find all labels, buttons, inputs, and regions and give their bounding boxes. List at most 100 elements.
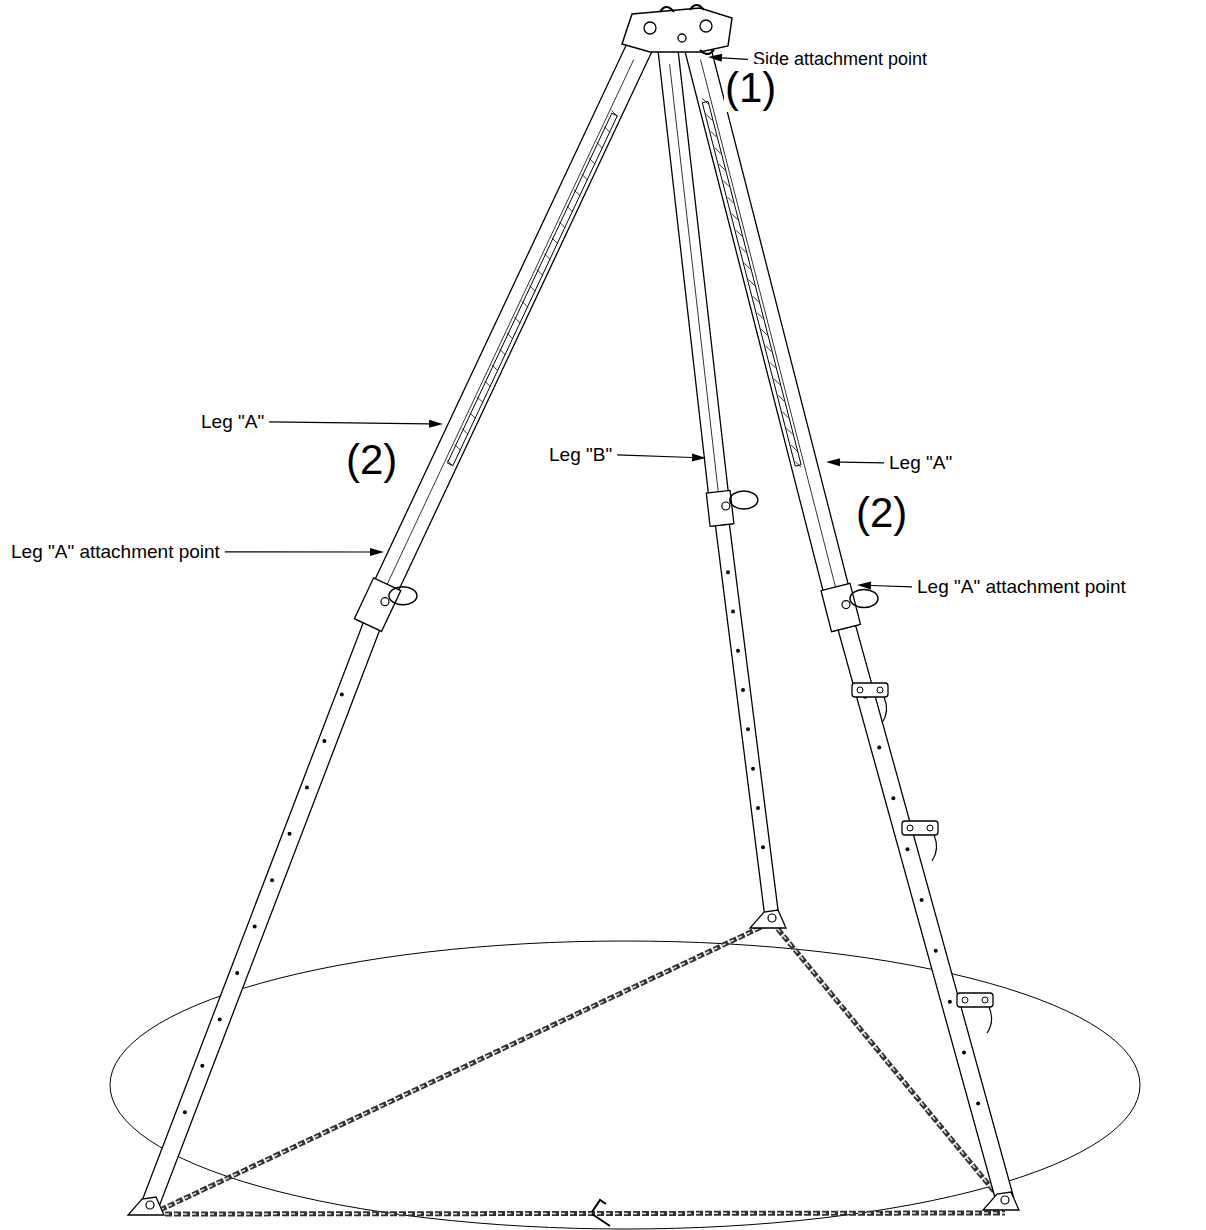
adjust-hole: [891, 796, 895, 800]
leg-sleeve: [821, 583, 861, 631]
part-label: Leg "A": [200, 411, 265, 433]
ladder-rung: [507, 333, 513, 339]
ladder-rung: [522, 301, 528, 307]
part-label: Leg "A": [888, 452, 953, 474]
adjust-hole: [934, 949, 938, 953]
foot-plate: [983, 1192, 1019, 1210]
ladder-rung: [552, 238, 558, 244]
adjust-hole: [340, 693, 344, 697]
ladder-rung: [462, 429, 468, 435]
ladder-rung: [492, 365, 498, 371]
ladder-rung: [728, 197, 734, 203]
tripod-head: [622, 5, 732, 54]
tube-seam: [701, 60, 844, 617]
inner-leg-tube: [825, 579, 1013, 1203]
ladder-rung: [753, 296, 759, 302]
ladder-rung: [544, 254, 550, 260]
step-bracket: [902, 821, 938, 835]
ladder-rung: [723, 181, 729, 187]
bracket-lanyard: [882, 697, 887, 723]
adjust-hole: [218, 1017, 222, 1021]
bracket-bolt: [982, 997, 988, 1003]
adjust-hole: [183, 1110, 187, 1114]
ladder-rung: [761, 329, 767, 335]
outer-leg-tube: [356, 37, 654, 631]
adjust-hole: [962, 1051, 966, 1055]
lock-pin: [722, 502, 730, 510]
inner-leg-tube: [711, 486, 779, 919]
ladder-rung: [582, 174, 588, 180]
leader-arrowhead: [826, 458, 840, 466]
ladder-rung: [749, 280, 755, 286]
step-bracket: [957, 993, 993, 1007]
ladder-rung: [447, 460, 453, 466]
ladder-rung: [706, 115, 712, 121]
lock-pin: [842, 601, 850, 609]
foot-plate: [750, 910, 786, 928]
chain-link: [165, 1213, 1005, 1214]
bracket-lanyard: [932, 835, 937, 861]
ladder-rung: [514, 317, 520, 323]
callout-number: (2): [855, 489, 908, 537]
bracket-lanyard: [987, 1007, 992, 1033]
inner-leg-tube: [142, 575, 399, 1208]
ladder-rung: [787, 428, 793, 434]
ladder-rung: [732, 214, 738, 220]
adjust-hole: [976, 1101, 980, 1105]
leader-line: [871, 585, 912, 586]
foot-pivot: [1001, 1196, 1009, 1204]
adjust-hole: [270, 878, 274, 882]
adjust-hole: [736, 649, 740, 653]
lock-pin: [381, 598, 389, 606]
ladder-rung: [529, 285, 535, 291]
ladder-rung: [589, 158, 595, 164]
ladder-rung: [791, 445, 797, 451]
pin-ring: [389, 587, 417, 605]
leader-line: [840, 462, 884, 464]
leader-arrowhead: [429, 420, 443, 428]
ladder-rung: [766, 346, 772, 352]
ladder-rung: [778, 395, 784, 401]
ladder-rung: [719, 164, 725, 170]
ladder-rung: [795, 461, 801, 467]
adjust-hole: [761, 845, 765, 849]
adjust-hole: [305, 785, 309, 789]
ladder-rung: [736, 230, 742, 236]
ground-circle: [110, 941, 1140, 1229]
adjust-hole: [746, 727, 750, 731]
leader-arrowhead: [708, 54, 722, 62]
adjust-hole: [288, 832, 292, 836]
ladder-strip: [447, 113, 617, 465]
ladder-rung: [740, 247, 746, 253]
ladder-rung: [744, 263, 750, 269]
adjust-hole: [751, 767, 755, 771]
head-plate: [622, 8, 732, 52]
bracket-bolt: [877, 687, 883, 693]
chain: [165, 1213, 1005, 1214]
ladder-rung: [612, 111, 618, 117]
adjust-hole: [253, 925, 257, 929]
ladder-rung: [455, 444, 461, 450]
adjust-hole: [322, 739, 326, 743]
adjust-hole: [731, 609, 735, 613]
ladder-rung: [477, 397, 483, 403]
ladder-rung: [711, 131, 717, 137]
part-label: Side attachment point: [752, 49, 928, 70]
adjust-hole: [726, 570, 730, 574]
pin-ring: [850, 590, 878, 608]
tripod-leg: [683, 39, 1019, 1210]
ladder-rung: [757, 313, 763, 319]
part-label: Leg "A" attachment point: [10, 541, 221, 563]
ladder-rung: [574, 190, 580, 196]
ladder-rung: [537, 270, 543, 276]
foot-plate: [128, 1197, 164, 1215]
adjust-hole: [905, 847, 909, 851]
foot-pivot: [146, 1201, 154, 1209]
ladder-rung: [604, 126, 610, 132]
ladder-rung: [770, 362, 776, 368]
leg-sleeve: [354, 578, 400, 632]
adjust-hole: [756, 806, 760, 810]
part-label: Leg "A" attachment point: [916, 576, 1127, 598]
adjust-hole: [948, 1000, 952, 1004]
